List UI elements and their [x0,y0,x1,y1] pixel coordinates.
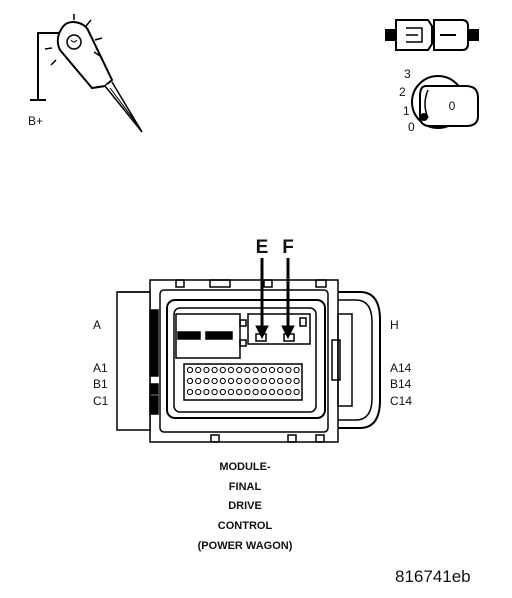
callout-e-arrowhead [255,325,269,340]
connector-pin-hole [211,366,218,374]
ignition-position-0: 0 [408,120,415,134]
connector-pin-hole [252,388,259,396]
connector-pin-hole [252,377,259,385]
connector-pin-hole [186,377,194,385]
ignition-key-mark: 0 [449,99,456,113]
connector-pin-hole [285,388,292,396]
pin-label-h: H [390,318,399,332]
callout-f-label: F [282,237,294,258]
connector-pin-hole [236,366,243,374]
connector-icon [385,19,479,51]
connector-pin-field [186,366,300,396]
connector-pin-hole [203,388,210,396]
pin-label-a1: A1 [93,361,108,375]
connector-pin-hole [260,388,267,396]
connector-pin-hole [268,388,276,396]
connector-pin-hole [285,377,292,385]
caption-line-1: MODULE- [219,461,271,473]
connector-pin-hole [277,377,284,385]
connector-pin-hole [293,377,300,385]
connector-pin-hole [244,377,251,385]
b-plus-label: B+ [28,114,43,128]
connector-pin-hole [252,366,259,374]
connector-pin-hole [203,366,210,374]
connector-pin-hole [195,366,202,374]
connector-pin-hole [236,388,243,396]
callout-e-label: E [256,237,269,258]
ignition-switch-icon [411,75,479,129]
pin-label-a: A [93,318,101,332]
connector-pin-hole [219,388,226,396]
caption-line-4: CONTROL [217,520,273,532]
ignition-position-1: 1 [403,104,410,118]
connector-pin-hole [268,377,276,385]
ignition-position-2: 2 [399,85,406,99]
connector-pin-hole [227,366,235,374]
connector-pin-hole [260,377,267,385]
connector-pin-hole [277,366,284,374]
connector-pin-hole [244,388,251,396]
callout-arrows [255,258,295,340]
callout-f-arrowhead [281,325,295,340]
connector-pin-hole [186,366,194,374]
connector-pin-hole [227,388,235,396]
test-probe-icon [30,14,143,133]
connector-pin-hole [195,388,202,396]
caption-line-2: FINAL [228,481,262,493]
pin-label-b1: B1 [93,377,108,391]
connector-pin-hole [203,377,210,385]
connector-pin-hole [219,366,226,374]
connector-pin-hole [211,377,218,385]
ignition-position-3: 3 [404,67,411,81]
connector-face [116,279,381,443]
pin-label-a14: A14 [390,361,412,375]
connector-pin-hole [236,377,243,385]
connector-pin-hole [260,366,267,374]
connector-pin-hole [268,366,276,374]
caption-line-5: (POWER WAGON) [197,540,293,552]
connector-pin-hole [293,366,300,374]
connector-pin-hole [227,377,235,385]
connector-pin-hole [277,388,284,396]
caption-line-3: DRIVE [228,500,262,512]
connector-pin-hole [195,377,202,385]
figure-id: 816741eb [395,567,471,586]
connector-pin-hole [244,366,251,374]
connector-pin-hole [186,388,194,396]
pin-label-c1: C1 [93,394,109,408]
pin-label-b14: B14 [390,377,412,391]
connector-pin-hole [219,377,226,385]
connector-pin-hole [211,388,218,396]
connector-pin-hole [293,388,300,396]
connector-pin-hole [285,366,292,374]
pin-label-c14: C14 [390,394,412,408]
